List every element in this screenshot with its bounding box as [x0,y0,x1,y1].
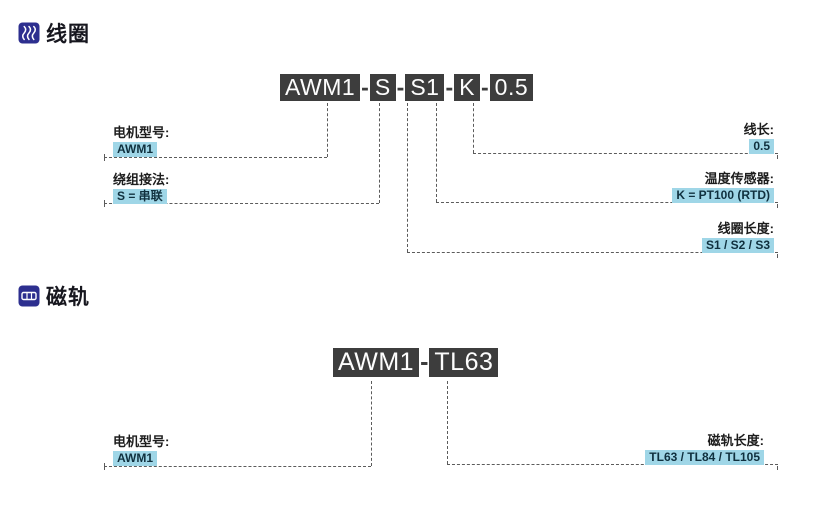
code-separator: - [481,74,489,100]
callout-label: 线长: [743,122,774,137]
connector-line [473,103,474,153]
callout-value: AWM1 [113,142,157,157]
code-segment-motor-model: AWM1 [333,348,420,377]
callout-motor-model: 电机型号: AWM1 [113,125,169,158]
code-separator: - [361,74,369,100]
code-separator: - [420,348,429,376]
code-segment-motor-model: AWM1 [280,74,361,101]
connector-line [104,154,327,161]
code-segment-winding: S [369,74,396,101]
model-code-track: AWM1 - TL63 [333,348,499,377]
magnet-track-icon [18,285,40,307]
connector-line [436,202,778,208]
callout-value: S1 / S2 / S3 [701,238,774,253]
section-title-coil: 线圈 [46,23,90,46]
connector-line [371,381,372,466]
section-header-track: 磁轨 [18,281,90,311]
code-segment-sensor: K [454,74,480,101]
callout-label: 磁轨长度: [707,433,764,448]
callout-label: 电机型号: [113,434,170,449]
section-header-coil: 线圈 [18,18,90,48]
callout-label: 温度传感器: [704,171,774,186]
code-separator: - [445,74,454,100]
model-code-coil: AWM1 - S - S1 - K - 0.5 [280,74,534,101]
callout-coil-length: 线圈长度: S1 / S2 / S3 [701,221,774,254]
coil-icon [18,22,40,44]
connector-line [436,103,437,202]
code-segment-wire-length: 0.5 [489,74,534,101]
callout-winding: 绕组接法: S = 串联 [113,172,169,205]
callout-wire-length: 线长: 0.5 [744,122,774,155]
callout-label: 电机型号: [113,125,170,140]
callout-value: TL63 / TL84 / TL105 [645,450,764,465]
callout-label: 线圈长度: [717,221,774,236]
section-title-track: 磁轨 [46,286,90,309]
callout-motor-model: 电机型号: AWM1 [113,434,169,467]
connector-line [379,103,380,203]
connector-line [473,153,778,159]
callout-value: S = 串联 [113,189,167,204]
callout-value: K = PT100 (RTD) [672,188,774,203]
callout-value: AWM1 [113,451,157,466]
code-segment-track-length: TL63 [429,348,499,377]
connector-line [104,200,379,207]
connector-line [447,464,778,470]
code-segment-coil-length: S1 [405,74,445,101]
callout-value: 0.5 [749,139,774,154]
connector-line [407,103,408,252]
code-separator: - [396,74,405,100]
connector-line [407,252,778,258]
callout-label: 绕组接法: [113,172,170,187]
callout-temp-sensor: 温度传感器: K = PT100 (RTD) [672,171,774,204]
connector-line [447,381,448,464]
connector-line [104,463,371,470]
connector-line [327,103,328,157]
callout-track-length: 磁轨长度: TL63 / TL84 / TL105 [645,433,764,466]
